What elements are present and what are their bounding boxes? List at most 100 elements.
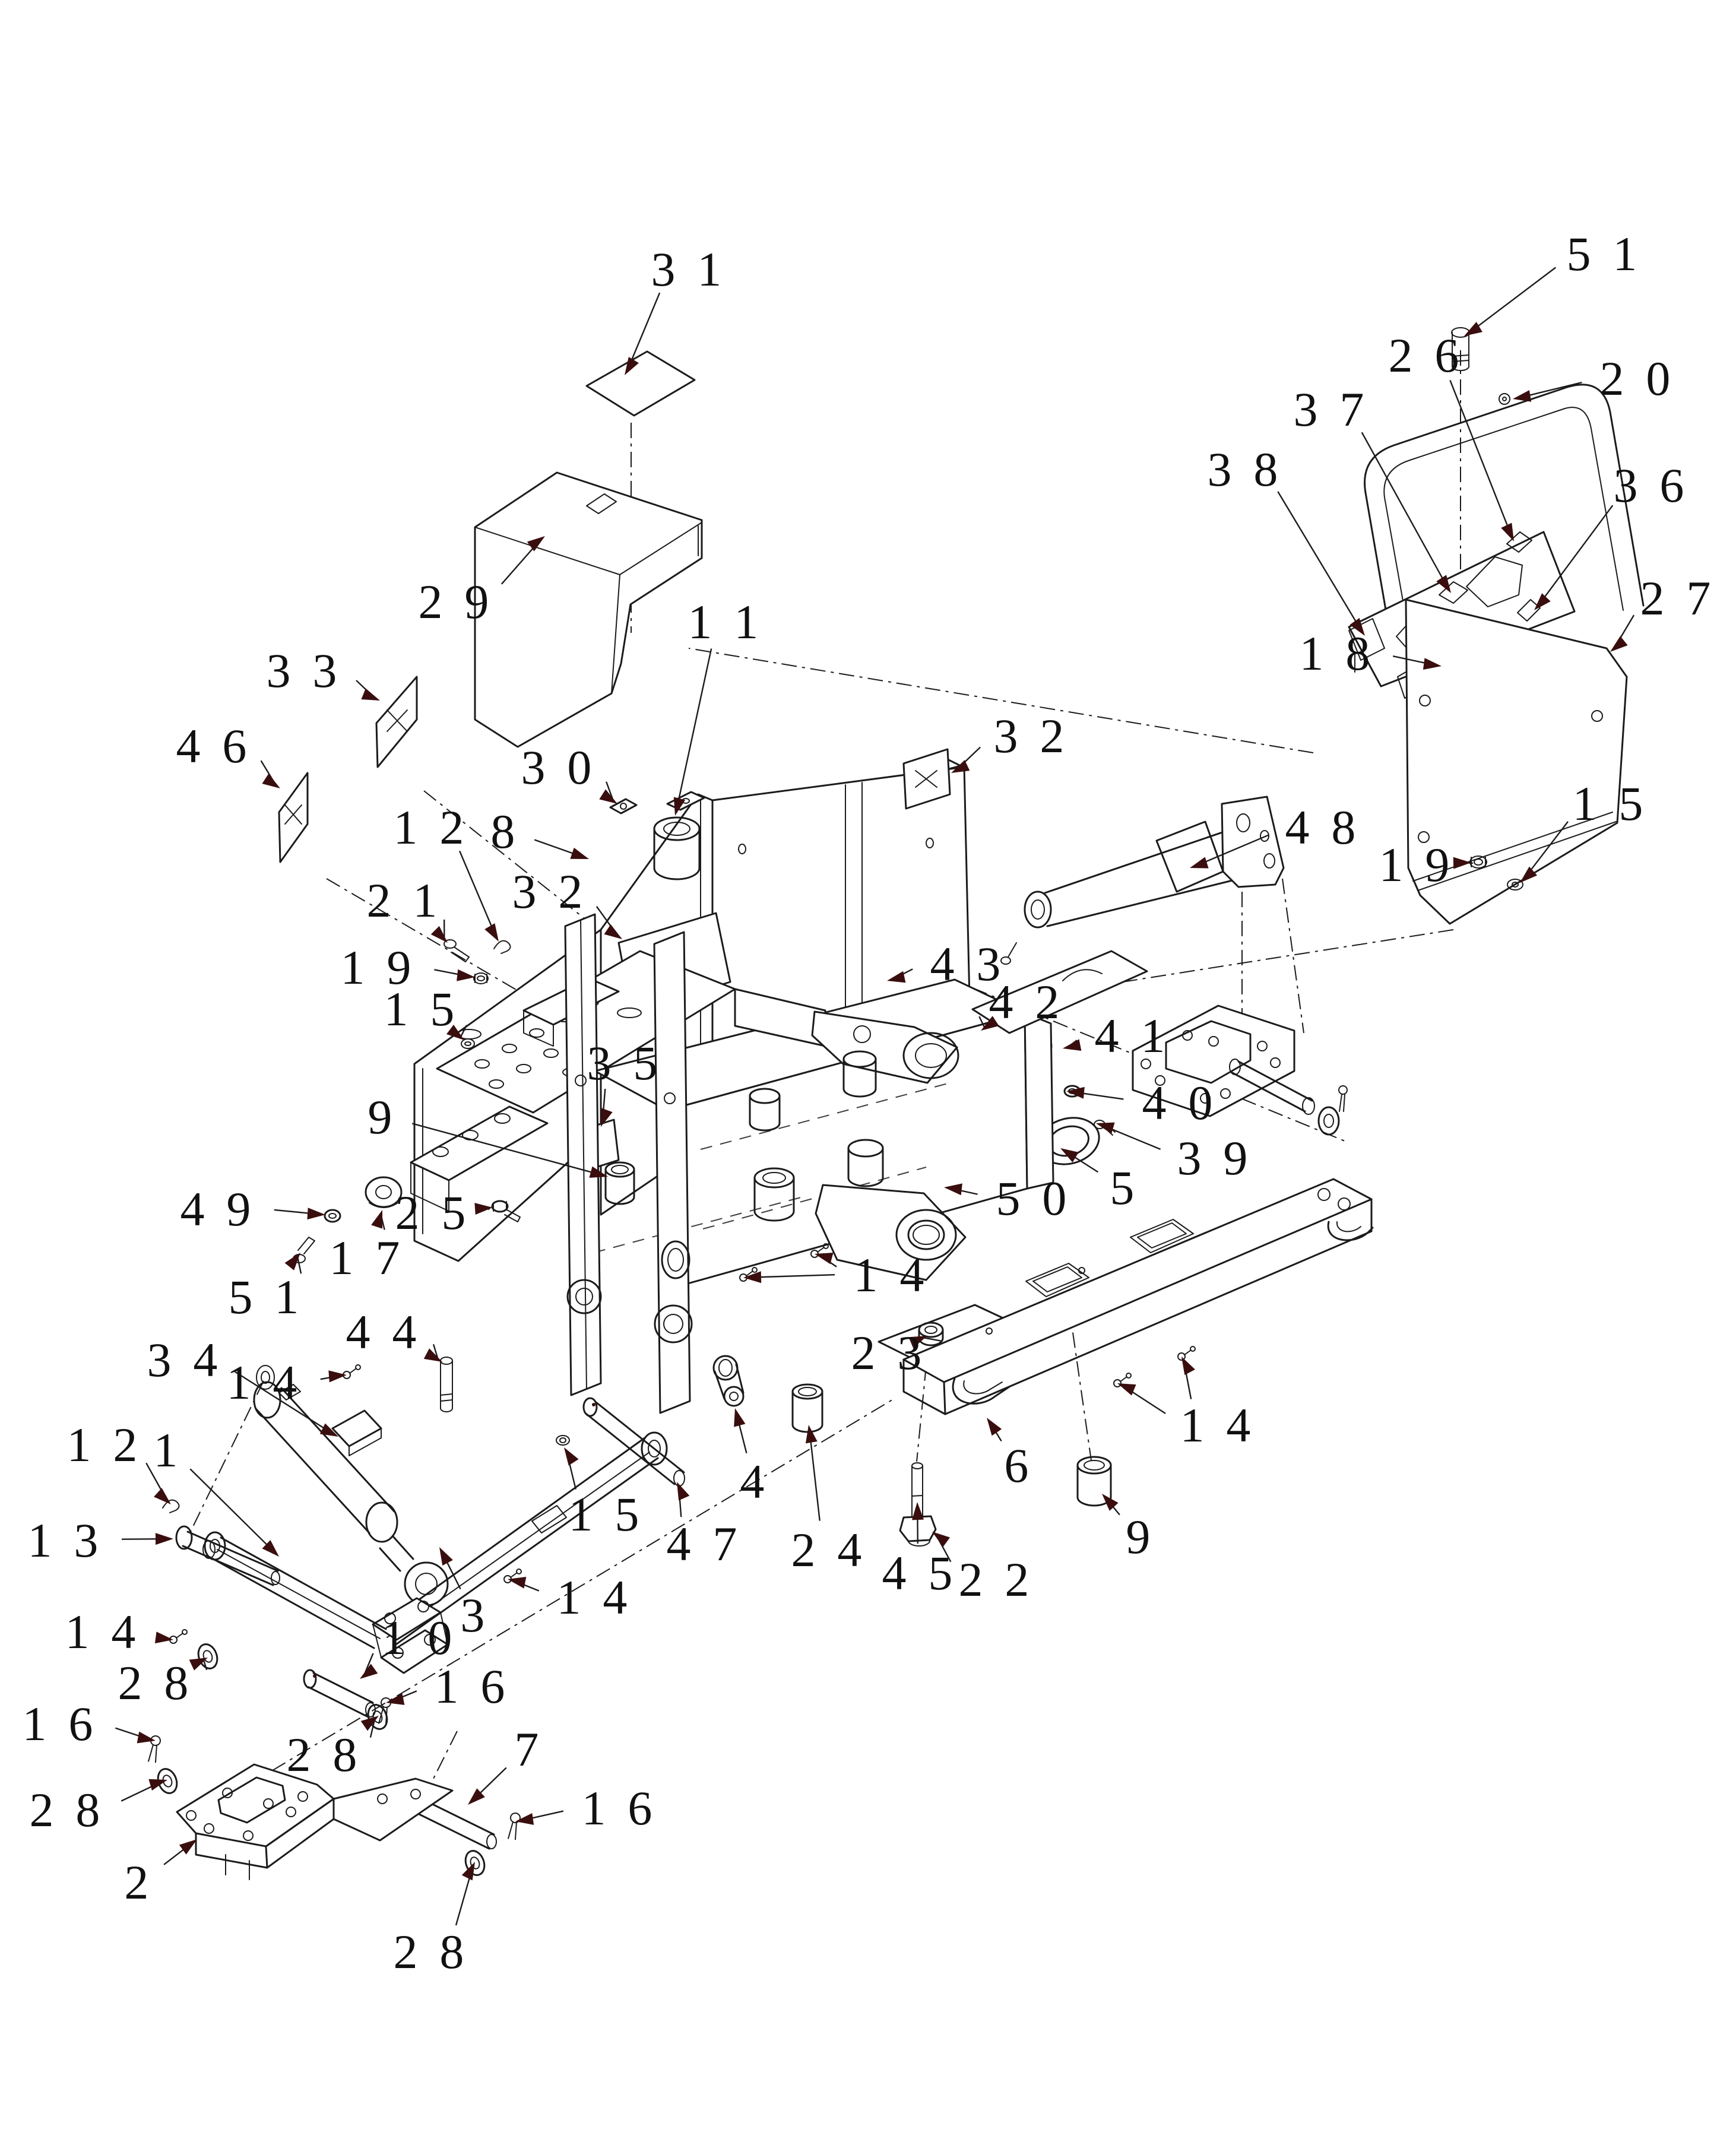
callout-39: 3 9 <box>1177 1131 1252 1185</box>
leader-arrowhead <box>1534 593 1551 610</box>
callout-16: 1 6 <box>434 1659 509 1713</box>
leader-line <box>809 1429 821 1521</box>
callout-30: 3 0 <box>521 740 596 794</box>
callout-43: 4 3 <box>930 937 1005 991</box>
part-bolt-21 <box>443 939 470 962</box>
callout-28: 2 8 <box>286 1728 362 1782</box>
callout-51: 5 1 <box>1566 227 1642 281</box>
leader-arrowhead <box>743 1271 762 1284</box>
leader-arrowhead <box>944 1183 962 1196</box>
leader-arrowhead <box>386 1693 405 1705</box>
leader-line <box>460 1025 468 1038</box>
leader-arrowhead <box>589 1166 608 1178</box>
leader-arrowhead <box>1453 857 1471 869</box>
part-stud-45-22 <box>899 1462 937 1547</box>
leader-arrowhead <box>1181 1357 1195 1376</box>
leader-arrowhead <box>371 1210 383 1229</box>
callout-12: 1 2 <box>393 800 468 854</box>
leader-line <box>235 1371 335 1436</box>
leader-arrowhead <box>1423 658 1442 670</box>
leader-arrowhead <box>1610 636 1628 652</box>
callout-10: 1 0 <box>381 1611 457 1665</box>
callout-9: 9 <box>1126 1510 1155 1564</box>
leader-line <box>626 292 661 372</box>
callout-7: 7 <box>514 1722 543 1776</box>
leader-line <box>1277 491 1363 633</box>
leader-arrowhead <box>734 1408 746 1427</box>
part-washer-15-left <box>461 1038 475 1049</box>
callout-15: 1 5 <box>568 1487 644 1541</box>
callout-34: 3 4 <box>147 1333 222 1387</box>
callout-18: 1 8 <box>1299 626 1374 680</box>
leader-arrowhead <box>148 1779 167 1791</box>
part-cover-29 <box>474 471 703 748</box>
part-support-arm-48 <box>1000 796 1285 965</box>
callout-9: 9 <box>368 1090 397 1144</box>
part-clevis-4 <box>712 1355 745 1407</box>
callout-16: 1 6 <box>22 1697 97 1751</box>
callout-28: 2 8 <box>29 1783 104 1837</box>
leader-arrowhead <box>446 1025 464 1040</box>
leader-line <box>1194 834 1269 867</box>
leader-arrowhead <box>1464 322 1482 336</box>
callout-20: 2 0 <box>1599 351 1675 405</box>
callout-27: 2 7 <box>1640 571 1715 625</box>
part-pin-13 <box>175 1525 280 1586</box>
leader-arrowhead <box>1520 866 1538 883</box>
callout-22: 2 2 <box>958 1552 1034 1606</box>
part-bushing-9-left <box>604 1161 635 1205</box>
callout-44: 4 4 <box>346 1305 421 1359</box>
part-nut-19-left <box>473 972 489 984</box>
leader-arrowhead <box>815 1252 834 1265</box>
callout-8: 8 <box>490 804 519 858</box>
leader-arrowhead <box>423 1348 442 1362</box>
callout-26: 2 6 <box>1388 328 1463 382</box>
leader-arrowhead <box>1096 1122 1115 1134</box>
parts <box>148 327 1645 1880</box>
callout-17: 1 7 <box>329 1231 404 1285</box>
leader-arrowhead <box>1436 575 1451 593</box>
part-arm-1 <box>204 1531 387 1649</box>
leader-arrowhead <box>319 1423 338 1437</box>
part-pin-47 <box>582 1397 685 1487</box>
part-arm-3 <box>372 1431 668 1674</box>
leader-arrowhead <box>360 1663 378 1679</box>
leader-arrowhead <box>1102 1494 1119 1511</box>
leader-arrowhead <box>179 1839 197 1855</box>
callout-14: 1 4 <box>226 1355 302 1409</box>
leader-arrowhead <box>1060 1148 1079 1163</box>
leader-arrowhead <box>981 1016 999 1031</box>
callout-3: 3 <box>460 1588 489 1642</box>
leader-arrowhead <box>468 1788 485 1805</box>
callout-48: 4 8 <box>1285 800 1360 854</box>
callout-14: 1 4 <box>853 1248 929 1302</box>
part-c-bracket <box>1132 1005 1348 1136</box>
leader-arrowhead <box>262 774 280 788</box>
callout-49: 4 9 <box>180 1182 255 1236</box>
leader-line <box>1361 432 1449 590</box>
part-bolt-44 <box>440 1357 453 1412</box>
leader-arrowhead <box>307 1208 325 1220</box>
callout-14: 1 4 <box>1180 1398 1255 1452</box>
callout-50: 5 0 <box>996 1171 1071 1225</box>
part-bracket-2 <box>176 1763 454 1880</box>
callout-37: 3 7 <box>1293 382 1368 436</box>
callout-14: 1 4 <box>65 1605 140 1659</box>
callout-5: 5 <box>1110 1161 1139 1215</box>
leader-line <box>202 1659 208 1671</box>
leader-arrowhead <box>457 969 475 981</box>
leader-arrowhead <box>508 1577 527 1589</box>
leader-arrowhead <box>154 1488 171 1504</box>
callout-1: 1 <box>153 1423 182 1477</box>
callout-47: 4 7 <box>666 1517 742 1571</box>
leader-arrowhead <box>515 1813 534 1825</box>
leader-line <box>1537 505 1614 607</box>
part-panel-27 <box>1405 598 1628 925</box>
leader-line <box>189 1468 277 1554</box>
callout-35: 3 5 <box>587 1036 662 1090</box>
leader-arrowhead <box>461 1862 475 1881</box>
callout-36: 3 6 <box>1613 458 1689 512</box>
leader-arrowhead <box>1513 390 1532 402</box>
part-bolt-25 <box>491 1200 521 1222</box>
